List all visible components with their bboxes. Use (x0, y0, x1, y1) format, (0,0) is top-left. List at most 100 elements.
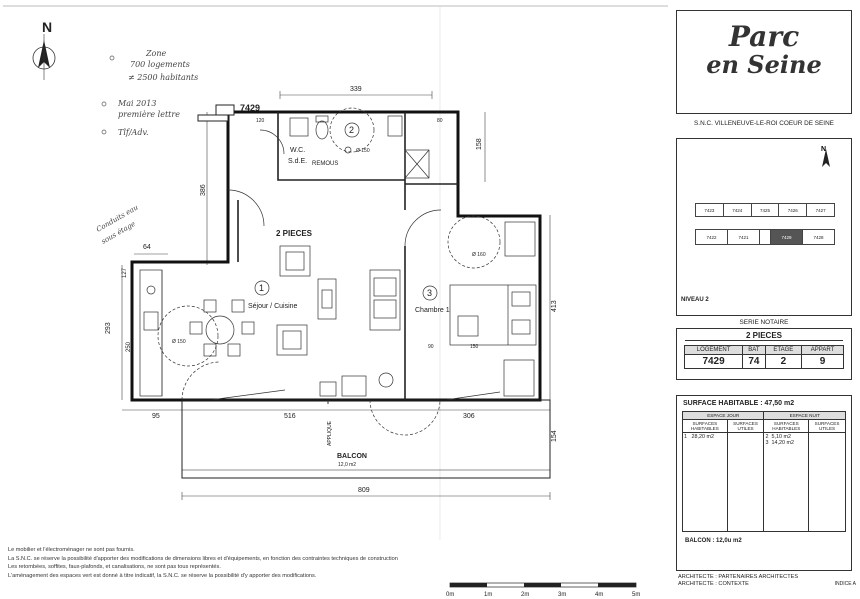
dim-127: 127 (122, 267, 128, 278)
svg-text:N: N (821, 146, 826, 153)
dim-120: 120 (256, 118, 265, 124)
day-room-number: 1 (684, 434, 687, 440)
site-unit: 7425 (750, 203, 780, 217)
logo-line-2: en Seine (706, 50, 822, 79)
north-arrow-icon (32, 34, 56, 80)
architect-line-2: ARCHITECTE : CONTEXTE (678, 581, 749, 587)
dim-158: 158 (476, 138, 483, 150)
dim-150: 150 (470, 344, 479, 350)
dim-80: 80 (437, 118, 443, 124)
north-arrow-small-icon: N (819, 145, 833, 176)
apartment-header: LOGEMENT (683, 345, 744, 355)
dim-386: 386 (200, 184, 207, 196)
scale-0m: 0m (446, 592, 454, 598)
applique-label: APPLIQUE (327, 420, 333, 446)
site-unit: 7421 (727, 229, 760, 245)
architect-line: ARCHITECTE : PARTENAIRES ARCHITECTES (678, 574, 799, 580)
bathroom-light-diameter: Ø 150 (356, 148, 370, 154)
room-1-number: 1 (259, 283, 264, 293)
balcony-surface: BALCON : 12,0u m2 (685, 538, 742, 544)
surface-table: ESPACE JOUR ESPACE NUIT SURFACES HABITAB… (681, 411, 846, 532)
room-2-name-2: S.d.E. (288, 158, 307, 165)
site-units-bottom: 7422 7421 7429 7428 (695, 229, 835, 245)
apartment-type: 2 PIECES (685, 331, 843, 341)
scale-5m: 5m (632, 592, 640, 598)
note-line: Les retombées, soffites, faux-plafonds, … (8, 564, 221, 571)
company-name: S.N.C. VILLENEUVE-LE-ROI COEUR DE SEINE (694, 120, 834, 127)
night-room-number: 3 (765, 440, 769, 446)
room-3-name: Chambre 1 (415, 307, 450, 314)
site-plan-box: N 7423 7424 7425 7426 7427 7422 7421 742… (676, 138, 852, 316)
room-1-name: Séjour / Cuisine (248, 303, 298, 310)
scale-4m: 4m (595, 592, 603, 598)
dim-809: 809 (358, 487, 370, 494)
apartment-table: LOGEMENT BAT ETAGE APPART 7429 74 2 9 (683, 345, 844, 369)
note-line: La S.N.C. se réserve la possibilité d'ap… (8, 555, 398, 562)
apartment-header: BAT (742, 345, 766, 355)
scale-3m: 3m (558, 592, 566, 598)
indice-label: INDICE A (834, 581, 856, 587)
apartment-value: 9 (801, 354, 844, 369)
note-line: Le mobilier et l'électroménager ne sont … (8, 547, 135, 553)
site-unit: 7427 (806, 203, 835, 217)
dim-250: 250 (126, 341, 132, 352)
handwritten-date: Mai 2013 (117, 99, 156, 108)
bedroom-light-diameter: Ø 160 (472, 252, 486, 258)
handwritten-logements: 700 logements (130, 60, 190, 69)
dim-95: 95 (152, 413, 160, 420)
room-2-number: 2 (349, 125, 354, 135)
dim-306: 306 (463, 413, 475, 420)
dim-516: 516 (284, 413, 296, 420)
north-label: N (42, 19, 52, 35)
scale-2m: 2m (521, 592, 529, 598)
logo-line-1: Parc (728, 20, 800, 53)
surface-title: SURFACE HABITABLE : 47,50 m2 (683, 400, 795, 407)
night-room-number: 2 (765, 434, 769, 440)
site-unit-highlighted: 7429 (770, 229, 803, 245)
dim-293: 293 (105, 322, 112, 334)
unit-number: 7429 (240, 103, 260, 113)
bedroom-furniture (404, 209, 537, 397)
site-unit: 7422 (695, 229, 728, 245)
dim-90: 90 (428, 344, 434, 350)
handwritten-zone: Zone (145, 49, 167, 58)
apartment-header: ETAGE (764, 345, 803, 355)
handwritten-letter: première lettre (118, 110, 180, 119)
dim-413: 413 (551, 300, 558, 312)
dim-154: 154 (551, 430, 558, 442)
bathroom-fixtures (259, 107, 430, 179)
apartment-value: 7429 (683, 354, 744, 369)
note-line: L'aménagement des espaces vert est donné… (8, 572, 317, 579)
apartment-header: APPART (801, 345, 844, 355)
day-room-area: 28,20 m2 (691, 434, 714, 440)
dim-64: 64 (143, 244, 151, 251)
balcony-label: BALCON (337, 453, 367, 460)
site-unit: 7428 (802, 229, 835, 245)
logo-box: Parc en Seine (676, 10, 852, 114)
floor-plan: N Zone 700 logements ≠ 2500 habitants Ma… (3, 5, 668, 598)
architects-block: ARCHITECTE : PARTENAIRES ARCHITECTES ARC… (678, 574, 856, 588)
ventilation-label: REMOUS (312, 161, 338, 167)
site-unit: 7423 (695, 203, 724, 217)
disclaimer-notes: Le mobilier et l'électroménager ne sont … (8, 546, 448, 580)
balcony-area: 12,0 m2 (338, 462, 356, 468)
night-header: ESPACE NUIT (763, 411, 846, 420)
room-3-number: 3 (427, 288, 432, 298)
room-2-name: W.C. (290, 147, 305, 154)
site-unit: 7424 (722, 203, 752, 217)
site-units-top: 7423 7424 7425 7426 7427 (695, 203, 835, 217)
col-header: SURFACES UTILES (808, 419, 846, 433)
level-label: NIVEAU 2 (681, 297, 709, 303)
living-furniture (139, 189, 401, 401)
scale-1m: 1m (484, 592, 492, 598)
series-label: SERIE NOTAIRE (739, 319, 789, 326)
surface-box: SURFACE HABITABLE : 47,50 m2 ESPACE JOUR… (676, 395, 852, 571)
apartment-value: 2 (764, 354, 803, 369)
living-light-diameter: Ø 150 (172, 339, 186, 345)
col-header: SURFACES UTILES (726, 419, 765, 433)
handwritten-ref: Tlf/Adv. (118, 128, 149, 137)
dim-339: 339 (350, 86, 362, 93)
apartment-box: 2 PIECES LOGEMENT BAT ETAGE APPART 7429 … (676, 328, 852, 380)
col-header: SURFACES HABITABLES (682, 419, 728, 433)
site-unit: 7426 (778, 203, 808, 217)
